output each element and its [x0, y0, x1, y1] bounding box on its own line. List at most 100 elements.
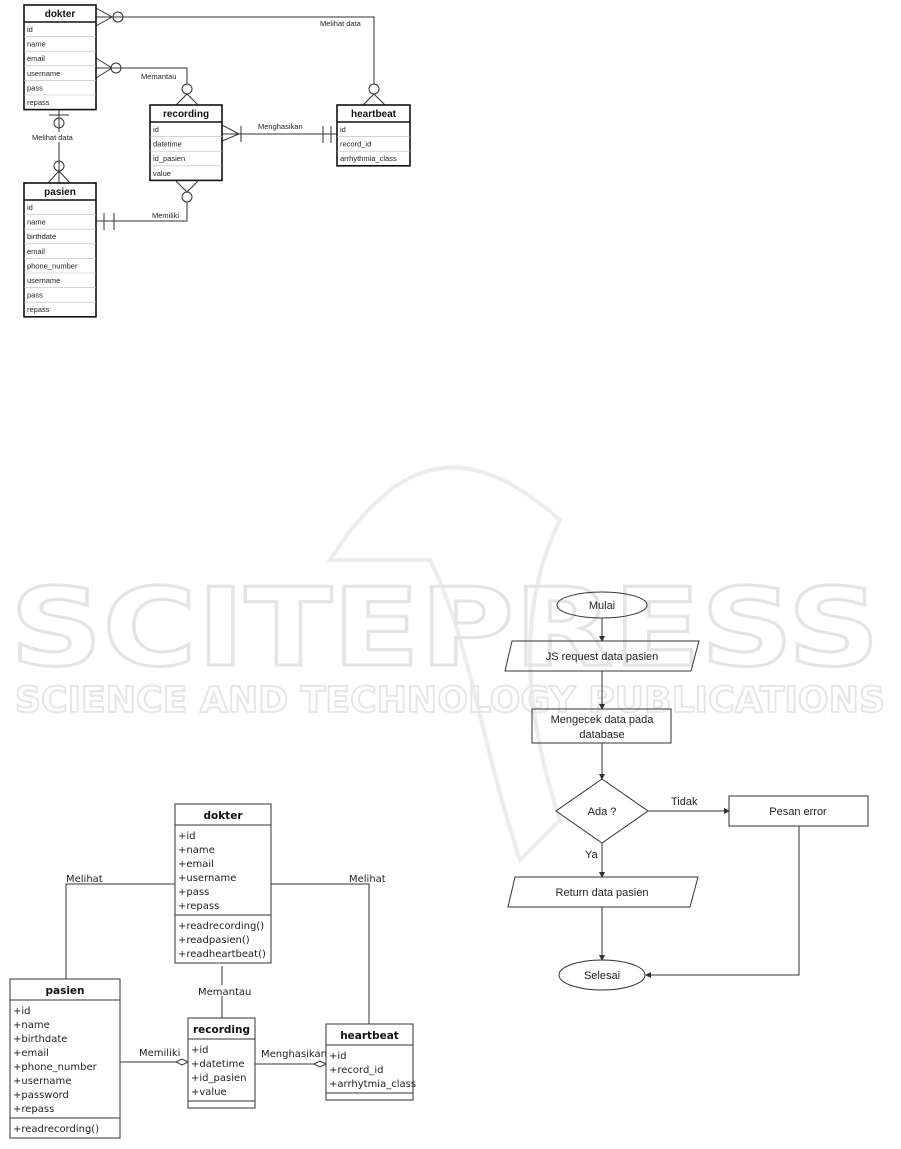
erd-line-dokter-heartbeat: [96, 16, 375, 84]
erd-table-border: [336, 104, 411, 167]
flow-start-label: Mulai: [589, 600, 615, 612]
optional-circle-icon: [368, 83, 380, 95]
erd-field: id: [27, 25, 33, 34]
crowfoot-icon: [47, 170, 71, 184]
flow-error-label: Pesan error: [769, 806, 827, 818]
class-line-dokter-heartbeat: [271, 883, 370, 1024]
class-method: +readrecording(): [178, 921, 264, 932]
erd-field: name: [27, 218, 46, 227]
class-box-border: [9, 978, 121, 1139]
erd-label-pasien-recording: Memiliki: [152, 211, 179, 220]
erd-connectors: Melihat data Memantau Menghasikan Meliha…: [30, 7, 386, 230]
erd-tables: dokter id name email username pass repass recor…: [23, 4, 411, 318]
optional-circle-icon: [110, 62, 122, 74]
erd-field: arrhythmia_class: [340, 154, 397, 163]
erd-field: pass: [27, 291, 43, 300]
erd-label-dokter-recording: Memantau: [141, 72, 176, 81]
flow-output-label: Return data pasien: [556, 887, 649, 899]
class-attribute: +email: [13, 1048, 49, 1059]
crowfoot-icon: [362, 93, 386, 106]
erd-table-border: [149, 104, 223, 182]
erd-label-dokter-heartbeat: Melihat data: [320, 19, 362, 28]
crowfoot-icon: [175, 180, 199, 193]
aggregation-diamond-icon: [312, 1060, 328, 1068]
class-attribute: +pass: [178, 887, 209, 898]
bar-icon: [240, 126, 332, 143]
erd-field: id_pasien: [153, 154, 185, 163]
class-attribute: +record_id: [329, 1065, 383, 1076]
flow-process-label-1: Mengecek data pada: [551, 714, 655, 726]
class-attribute: +username: [178, 873, 236, 884]
flow-decision-label: Ada ?: [588, 806, 617, 818]
erd-field: birthdate: [27, 232, 56, 241]
class-method: +readheartbeat(): [178, 949, 266, 960]
flow-input-parallelogram: [504, 640, 700, 672]
flow-error-box: [728, 795, 869, 827]
crowfoot-icon: [95, 7, 114, 27]
optional-circle-icon: [53, 117, 65, 129]
class-box-recording: recording+id+datetime+id_pasien+value: [187, 1017, 256, 1109]
flow-no-label: Tidak: [671, 796, 698, 808]
flow-input-label: JS request data pasien: [546, 651, 659, 663]
crowfoot-icon: [175, 93, 199, 106]
class-attribute: +phone_number: [13, 1062, 98, 1073]
class-attribute: +name: [13, 1020, 50, 1031]
class-attribute: +repass: [13, 1104, 54, 1115]
class-name: recording: [193, 1024, 250, 1036]
class-label-dokter-heartbeat: Melihat: [349, 874, 386, 885]
class-name: dokter: [203, 810, 243, 822]
erd-field: username: [27, 276, 60, 285]
class-name: heartbeat: [340, 1030, 399, 1042]
class-attribute: +arrhytmia_class: [329, 1079, 416, 1090]
erd-table-pasien: pasienidnamebirthdateemailphone_numberus…: [23, 182, 97, 318]
erd-field: email: [27, 54, 45, 63]
erd-table-heartbeat: heartbeat id record_id arrhythmia_class: [336, 104, 411, 167]
erd-table-title: dokter: [45, 9, 76, 20]
class-box-pasien: pasien+id+name+birthdate+email+phone_num…: [9, 978, 121, 1139]
class-label-dokter-recording: Memantau: [198, 987, 251, 998]
erd-table-title: recording: [163, 109, 209, 120]
crowfoot-icon: [95, 57, 113, 79]
erd-field: name: [27, 40, 46, 49]
class-attribute: +datetime: [191, 1059, 245, 1070]
class-name: pasien: [45, 985, 84, 997]
class-attribute: +id_pasien: [191, 1073, 246, 1084]
erd-field: record_id: [340, 140, 371, 149]
erd-field: value: [153, 169, 171, 178]
optional-circle-icon: [181, 191, 193, 203]
watermark-title: SCITEPRESS: [10, 566, 880, 691]
class-box-dokter: dokter+id+name+email+username+pass+repas…: [174, 803, 272, 964]
erd-field: pass: [27, 83, 43, 92]
flow-output-parallelogram: [507, 876, 699, 908]
class-label-dokter-pasien: Melihat: [66, 874, 103, 885]
class-attribute: +repass: [178, 901, 219, 912]
class-boxes: dokter +id +name +email +username +pass +repas…: [9, 803, 416, 1139]
flow-end-label: Selesai: [584, 970, 620, 982]
erd-field: email: [27, 247, 45, 256]
class-box-border: [174, 803, 272, 964]
erd-table-border: [23, 182, 97, 318]
crowfoot-icon: [221, 124, 241, 142]
erd-line-dokter-recording: [96, 67, 188, 84]
class-label-pasien-recording: Memiliki: [139, 1048, 180, 1059]
erd-label-dokter-pasien: Melihat data: [32, 133, 74, 142]
flow-decision-diamond: [555, 778, 649, 844]
erd-field: id: [340, 125, 346, 134]
class-attribute: +name: [178, 845, 215, 856]
watermark-logo-icon: [326, 465, 563, 864]
erd-table-title: heartbeat: [351, 109, 397, 120]
optional-circle-icon: [181, 83, 193, 95]
class-attribute: +id: [191, 1045, 209, 1056]
erd-field: repass: [27, 305, 50, 314]
class-attribute: +id: [178, 831, 196, 842]
flowchart: Mulai JS request data pasien Mengecek da…: [504, 591, 869, 991]
erd-field: repass: [27, 98, 50, 107]
class-method: +readpasien(): [178, 935, 250, 946]
class-attribute: +id: [13, 1006, 31, 1017]
class-box-heartbeat: heartbeat+id+record_id+arrhytmia_class: [325, 1023, 416, 1101]
class-box-border: [187, 1017, 256, 1109]
optional-circle-icon: [112, 11, 124, 23]
